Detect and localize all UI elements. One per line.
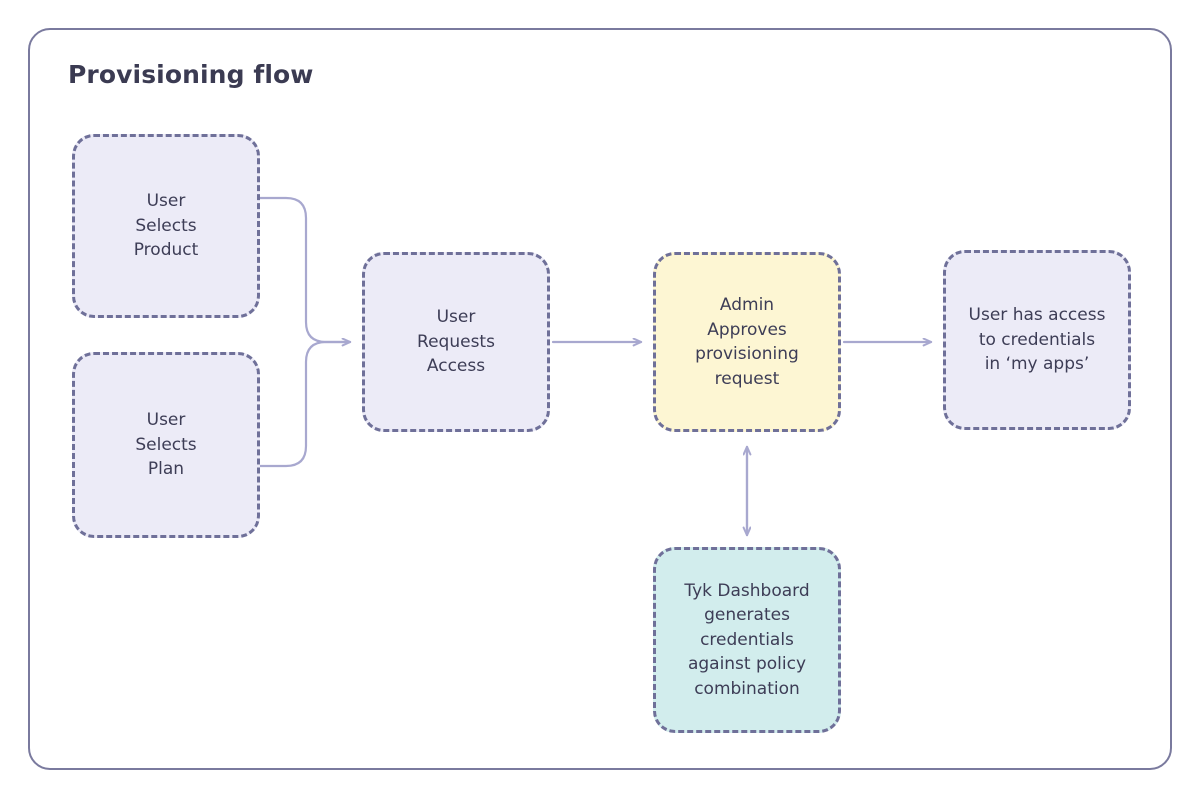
edge-product-to-request [258,196,350,342]
node-user-has-access-to-credentials[interactable]: User has access to credentials in ‘my ap… [943,250,1131,430]
page-title: Provisioning flow [68,60,314,89]
node-user-requests-access[interactable]: User Requests Access [362,252,550,432]
node-tyk-dashboard-generates-credentials[interactable]: Tyk Dashboard generates credentials agai… [653,547,841,733]
node-admin-approves-provisioning-request[interactable]: Admin Approves provisioning request [653,252,841,432]
node-user-selects-plan[interactable]: User Selects Plan [72,352,260,538]
edge-plan-to-request [258,340,352,468]
node-user-selects-product[interactable]: User Selects Product [72,134,260,318]
